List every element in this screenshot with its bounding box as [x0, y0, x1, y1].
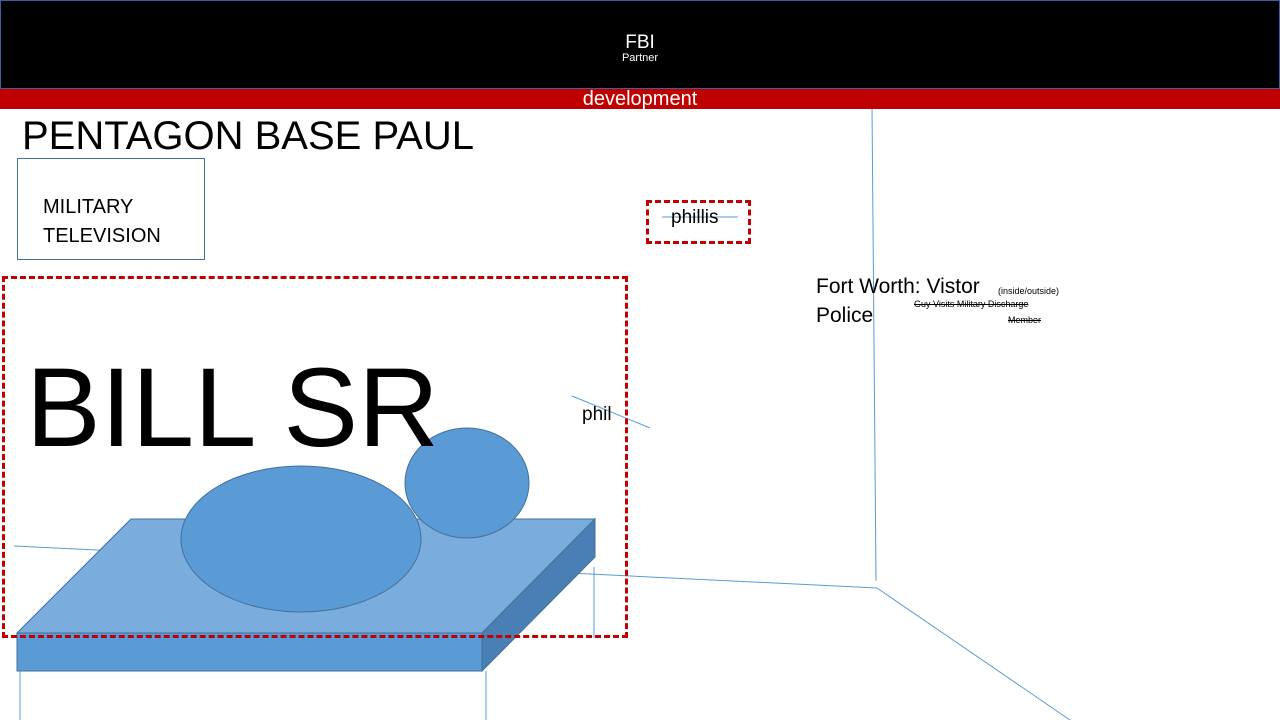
member-note: Member: [1008, 315, 1042, 325]
slab-side: [481, 517, 596, 673]
slab-front: [16, 632, 483, 672]
military-television-box: [17, 158, 205, 260]
tv-box-line-2: TELEVISION: [43, 225, 161, 247]
head-circle: [404, 427, 530, 539]
guide-line-phil: [571, 395, 651, 429]
tv-box-line-1: MILITARY: [43, 196, 134, 218]
phil-label: phil: [582, 404, 612, 425]
banner-subtitle: Partner: [621, 52, 659, 64]
page-title: PENTAGON BASE PAUL: [22, 114, 474, 158]
stripe-label: development: [582, 88, 698, 110]
guide-line-vertical-right: [871, 105, 877, 582]
police-line: Police: [816, 304, 874, 327]
guy-visits-note: Guy Visits Military Discharge: [914, 299, 1029, 309]
header-banner: [0, 0, 1280, 89]
bill-sr-label: BILL SR: [26, 345, 439, 470]
inside-outside-note: (inside/outside): [998, 286, 1060, 296]
phillis-callout-box: [646, 200, 751, 244]
red-stripe: [0, 89, 1280, 109]
phillis-label: phillis: [671, 207, 719, 228]
body-ellipse: [180, 465, 422, 613]
bill-callout-box: [2, 276, 628, 638]
fort-worth-line: Fort Worth: Vistor: [816, 275, 980, 298]
guide-line-diagonal: [876, 587, 1071, 720]
banner-title: FBI: [625, 32, 655, 53]
